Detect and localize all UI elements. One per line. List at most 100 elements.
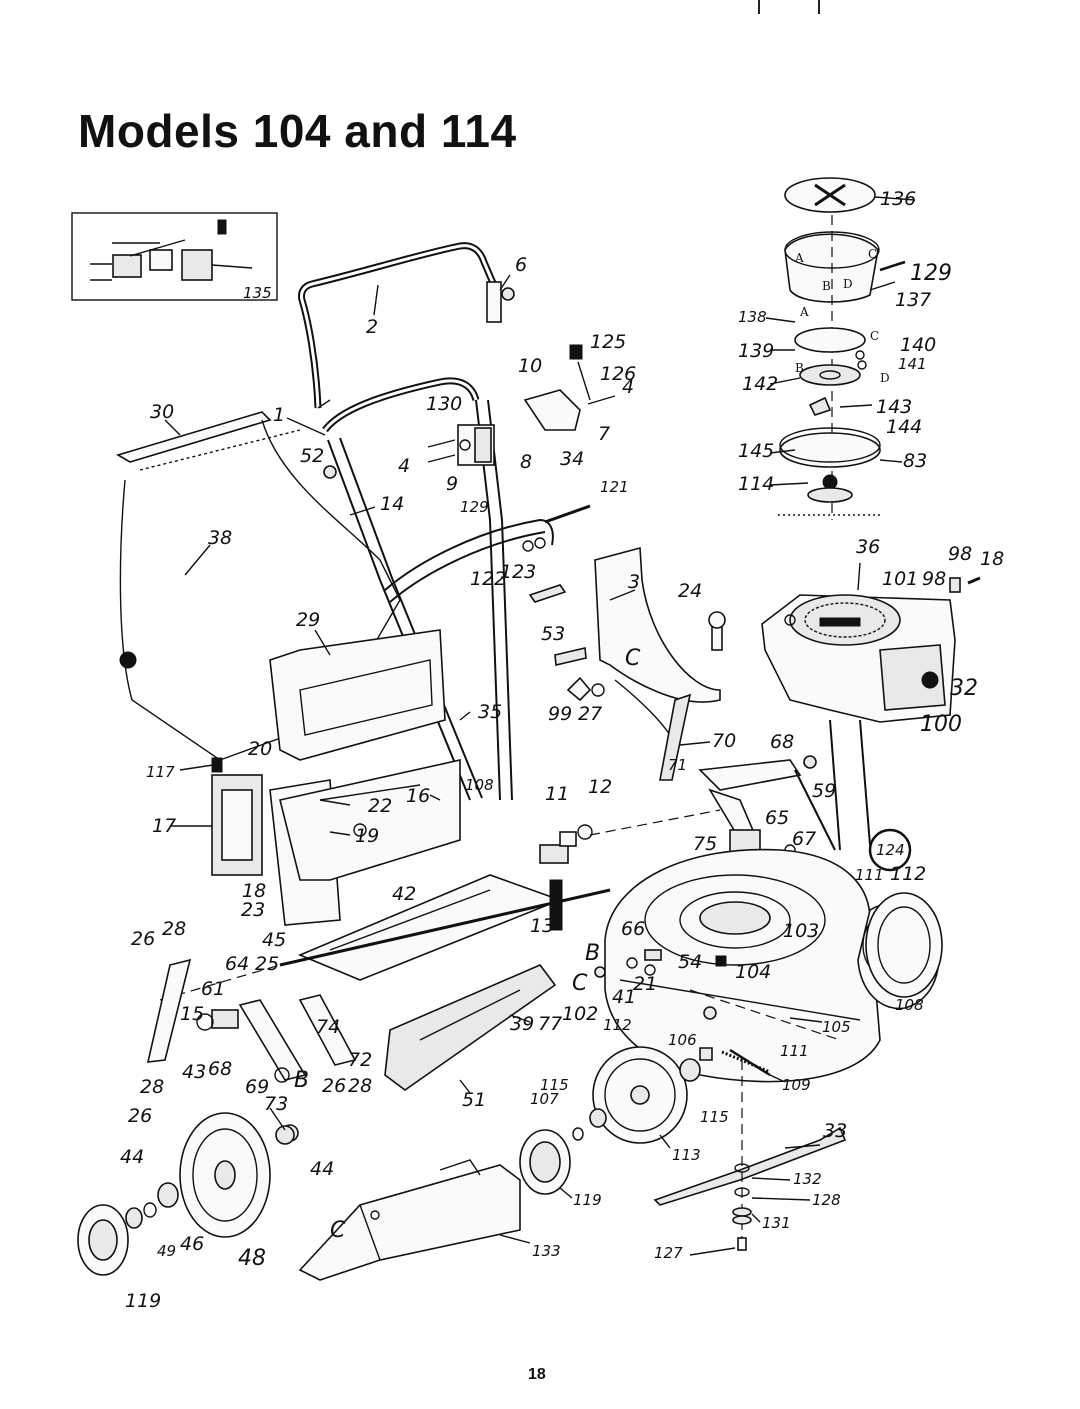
callout-label: 136 xyxy=(880,188,916,210)
callout-label: 8 xyxy=(520,451,532,473)
callout-label: 44 xyxy=(120,1146,144,1168)
callout-label: 10 xyxy=(518,355,542,377)
callout-label: 128 xyxy=(812,1191,841,1209)
callout-label: 26 xyxy=(322,1075,346,1097)
letter-label: A xyxy=(799,305,809,319)
callout-label: 38 xyxy=(208,527,232,549)
callout-label: 26 xyxy=(131,928,155,950)
letter-label: D xyxy=(843,277,853,291)
callout-label: 124 xyxy=(876,841,905,859)
callout-label: 6 xyxy=(515,254,527,276)
callout-label: 3 xyxy=(628,571,640,593)
callout-label: 12 xyxy=(588,776,612,798)
callout-label: 28 xyxy=(162,918,186,940)
callout-label: 73 xyxy=(264,1093,288,1115)
callout-label: 102 xyxy=(562,1003,598,1025)
callout-label: C xyxy=(572,971,588,996)
callout-labels: 136 129 137 138 139 140 141 142 143 144 … xyxy=(120,188,1004,1312)
rear-axle xyxy=(146,824,611,1142)
callout-label: 15 xyxy=(180,1003,204,1025)
callout-label: 9 xyxy=(446,473,458,495)
callout-label: 111 xyxy=(855,866,884,884)
callout-label: 107 xyxy=(530,1090,559,1108)
callout-label: C xyxy=(625,646,641,671)
callout-label: 34 xyxy=(560,448,584,470)
callout-label: 1 xyxy=(273,404,285,426)
callout-label: 142 xyxy=(742,373,778,395)
callout-label: 75 xyxy=(693,833,717,855)
callout-label: 39 xyxy=(510,1013,534,1035)
callout-label: 26 xyxy=(128,1105,152,1127)
callout-label: 68 xyxy=(208,1058,232,1080)
callout-label: 41 xyxy=(612,986,636,1008)
discharge-chute xyxy=(594,546,721,736)
letter-label: B xyxy=(795,361,804,375)
callout-label: 119 xyxy=(573,1191,602,1209)
lower-handle xyxy=(322,377,554,801)
callout-label: 121 xyxy=(600,478,629,496)
callout-label: 4 xyxy=(622,376,634,398)
callout-label: 115 xyxy=(700,1108,729,1126)
callout-label: 98 xyxy=(922,568,946,590)
callout-label: 123 xyxy=(500,561,536,583)
callout-label: 64 xyxy=(225,953,249,975)
callout-label: 105 xyxy=(822,1018,851,1036)
callout-label: 44 xyxy=(310,1158,334,1180)
callout-label: 108 xyxy=(465,776,494,794)
callout-label: 106 xyxy=(668,1031,697,1049)
callout-label: 32 xyxy=(950,676,978,701)
front-skirt xyxy=(298,1159,521,1281)
callout-label: 83 xyxy=(903,450,927,472)
callout-label: 68 xyxy=(770,731,794,753)
callout-label: 69 xyxy=(245,1076,269,1098)
callout-label: 16 xyxy=(406,785,430,807)
callout-label: 143 xyxy=(876,396,912,418)
callout-label: 113 xyxy=(672,1146,701,1164)
callout-label: 67 xyxy=(792,828,816,850)
callout-label: 51 xyxy=(462,1089,486,1111)
callout-label: 25 xyxy=(255,953,279,975)
callout-label: 18 xyxy=(980,548,1004,570)
callout-label: 61 xyxy=(201,978,225,1000)
callout-label: 74 xyxy=(316,1016,340,1038)
callout-label: 11 xyxy=(545,783,569,805)
inset-box-135: 135 xyxy=(71,212,278,302)
callout-label: 35 xyxy=(478,701,502,723)
callout-label: 144 xyxy=(886,416,922,438)
callout-label: 119 xyxy=(125,1290,161,1312)
callout-label: 17 xyxy=(152,815,176,837)
engine xyxy=(761,576,981,851)
callout-124-circle xyxy=(868,828,912,872)
callout-label: 126 xyxy=(600,363,636,385)
callout-label: B xyxy=(585,941,600,966)
callout-label: 66 xyxy=(621,918,645,940)
letter-label: D xyxy=(880,371,890,385)
callout-label: 7 xyxy=(598,423,610,445)
callout-label: 139 xyxy=(738,340,774,362)
callout-label: 45 xyxy=(262,929,286,951)
callout-label: 130 xyxy=(426,393,462,415)
front-wheel-assembly xyxy=(519,892,943,1195)
callout-label: 53 xyxy=(541,623,565,645)
callout-label: 43 xyxy=(182,1061,206,1083)
callout-label: 22 xyxy=(368,795,392,817)
callout-label: 54 xyxy=(678,951,702,973)
callout-label: 20 xyxy=(248,738,272,760)
callout-label: 98 xyxy=(948,543,972,565)
page-number: 18 xyxy=(528,1366,546,1383)
callout-label: 129 xyxy=(910,261,952,286)
blade-assembly xyxy=(653,1060,847,1251)
callout-label: 33 xyxy=(823,1120,847,1142)
top-edge-mark-left xyxy=(758,0,760,14)
callout-label: 70 xyxy=(712,730,736,752)
callout-label: 115 xyxy=(540,1076,569,1094)
callout-label: 52 xyxy=(300,445,324,467)
callout-label: 21 xyxy=(633,973,657,995)
callout-label: 138 xyxy=(738,308,767,326)
letter-label: C xyxy=(868,247,877,261)
callout-label: 65 xyxy=(765,807,789,829)
callout-label: 27 xyxy=(578,703,602,725)
callout-label: 100 xyxy=(920,712,962,737)
rear-wheel-assembly xyxy=(77,1112,295,1276)
callout-label: 101 xyxy=(882,568,918,590)
